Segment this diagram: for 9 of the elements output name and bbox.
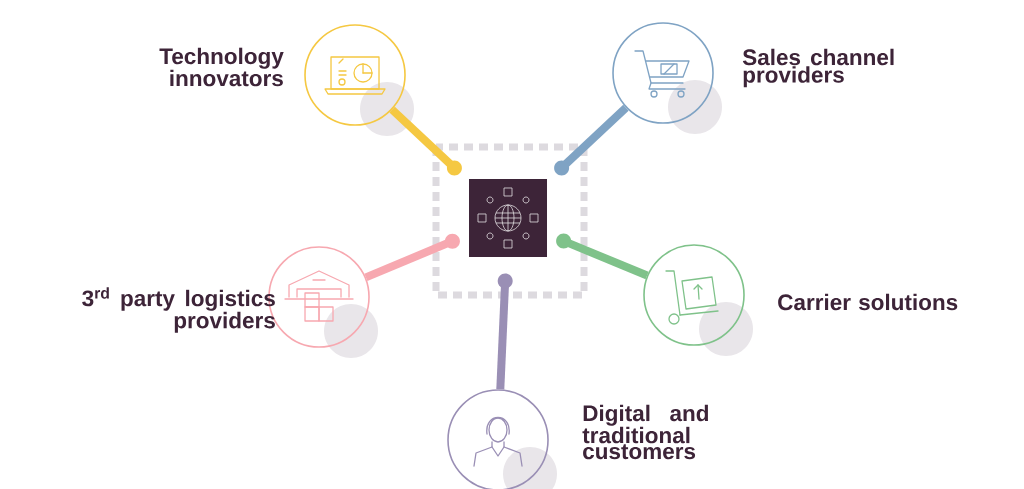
node-label: Digital and traditional customers xyxy=(582,404,708,460)
connector-line xyxy=(389,106,462,176)
connector-line xyxy=(554,104,629,176)
node-label: Carrier solutions xyxy=(778,293,958,311)
node-label: Sales channel providers xyxy=(742,48,894,88)
node-label: 3$^{rd}$ party logistics providers xyxy=(82,287,275,333)
connector-line xyxy=(364,233,460,282)
node-label: Technology innovators xyxy=(159,47,284,87)
connector-line xyxy=(556,233,649,280)
